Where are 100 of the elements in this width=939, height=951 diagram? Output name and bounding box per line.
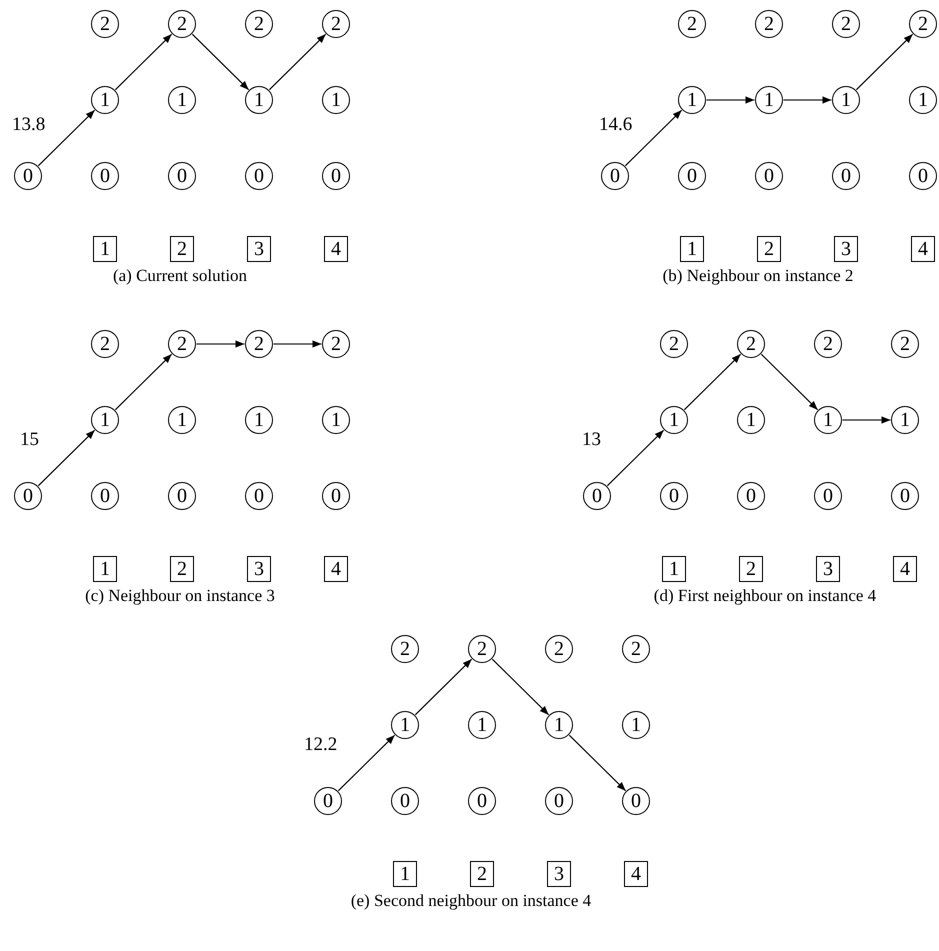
- panel-caption: (c) Neighbour on instance 3: [85, 586, 275, 606]
- arrow: [114, 34, 172, 90]
- state-circle: 0: [245, 482, 273, 510]
- state-circle: 1: [678, 86, 706, 114]
- state-circle: 1: [891, 406, 919, 434]
- state-circle: 1: [814, 406, 842, 434]
- state-circle: 1: [755, 86, 783, 114]
- state-circle: 0: [814, 482, 842, 510]
- state-circle: 1: [545, 711, 573, 739]
- state-circle: 2: [622, 635, 650, 663]
- arrow: [492, 658, 550, 716]
- state-circle: 0: [601, 162, 629, 190]
- state-circle: 1: [245, 86, 273, 114]
- instance-box: 3: [247, 236, 271, 262]
- state-circle: 0: [755, 162, 783, 190]
- state-circle: 0: [91, 482, 119, 510]
- state-circle: 2: [91, 330, 119, 358]
- state-circle: 1: [168, 406, 196, 434]
- instance-box: 1: [393, 861, 417, 887]
- state-circle: 2: [891, 330, 919, 358]
- state-circle: 2: [391, 635, 419, 663]
- state-circle: 1: [245, 406, 273, 434]
- state-circle: 2: [245, 330, 273, 358]
- state-circle: 0: [468, 787, 496, 815]
- state-circle: 2: [245, 10, 273, 38]
- arrow: [38, 110, 96, 166]
- instance-box: 2: [170, 556, 194, 582]
- instance-box: 1: [680, 236, 704, 262]
- state-circle: 1: [909, 86, 937, 114]
- instance-box: 2: [739, 556, 763, 582]
- arrow: [624, 110, 682, 166]
- state-circle: 0: [322, 482, 350, 510]
- panel-caption: (e) Second neighbour on instance 4: [350, 891, 592, 911]
- arrow: [38, 430, 96, 486]
- state-circle: 1: [660, 406, 688, 434]
- state-circle: 2: [168, 10, 196, 38]
- state-circle: 1: [468, 711, 496, 739]
- state-circle: 2: [660, 330, 688, 358]
- arrow: [196, 340, 244, 348]
- state-circle: 0: [832, 162, 860, 190]
- state-circle: 2: [737, 330, 765, 358]
- arrow: [842, 416, 890, 424]
- state-circle: 1: [391, 711, 419, 739]
- arrow: [114, 354, 172, 410]
- arrow: [684, 354, 742, 410]
- state-circle: 1: [322, 406, 350, 434]
- instance-box: 4: [324, 236, 348, 262]
- state-circle: 1: [832, 86, 860, 114]
- state-circle: 2: [909, 10, 937, 38]
- instance-box: 4: [893, 556, 917, 582]
- state-circle: 0: [391, 787, 419, 815]
- state-circle: 0: [660, 482, 688, 510]
- arrow: [568, 734, 626, 792]
- cost-value: 13.8: [12, 114, 46, 136]
- state-circle: 0: [545, 787, 573, 815]
- state-circle: 1: [168, 86, 196, 114]
- panel-caption: (d) First neighbour on instance 4: [654, 586, 876, 606]
- arrow: [268, 34, 326, 90]
- instance-box: 3: [247, 556, 271, 582]
- state-circle: 0: [168, 482, 196, 510]
- state-circle: 2: [545, 635, 573, 663]
- cost-value: 13: [582, 429, 601, 451]
- state-circle: 2: [91, 10, 119, 38]
- state-circle: 2: [678, 10, 706, 38]
- arrow: [192, 34, 250, 90]
- instance-box: 1: [93, 236, 117, 262]
- state-circle: 0: [91, 162, 119, 190]
- state-circle: 2: [468, 635, 496, 663]
- state-circle: 2: [755, 10, 783, 38]
- state-circle: 0: [678, 162, 706, 190]
- state-circle: 2: [168, 330, 196, 358]
- arrow: [606, 430, 664, 486]
- state-circle: 2: [322, 10, 350, 38]
- state-circle: 1: [91, 406, 119, 434]
- arrow: [706, 96, 754, 104]
- state-circle: 0: [14, 162, 42, 190]
- instance-box: 2: [470, 861, 494, 887]
- arrow: [856, 34, 914, 90]
- instance-box: 3: [547, 861, 571, 887]
- instance-box: 1: [93, 556, 117, 582]
- state-circle: 0: [583, 482, 611, 510]
- state-circle: 0: [322, 162, 350, 190]
- state-circle: 2: [832, 10, 860, 38]
- instance-box: 3: [816, 556, 840, 582]
- arrow: [274, 340, 322, 348]
- state-circle: 0: [168, 162, 196, 190]
- arrow: [338, 734, 396, 792]
- instance-box: 2: [170, 236, 194, 262]
- instance-box: 4: [324, 556, 348, 582]
- state-circle: 1: [322, 86, 350, 114]
- cost-value: 15: [20, 429, 39, 451]
- panel-caption: (a) Current solution: [112, 266, 248, 286]
- instance-box: 2: [757, 236, 781, 262]
- instance-box: 4: [624, 861, 648, 887]
- state-circle: 1: [737, 406, 765, 434]
- cost-value: 14.6: [599, 114, 632, 136]
- state-circle: 0: [245, 162, 273, 190]
- state-circle: 0: [622, 787, 650, 815]
- state-circle: 0: [737, 482, 765, 510]
- arrow: [414, 658, 472, 716]
